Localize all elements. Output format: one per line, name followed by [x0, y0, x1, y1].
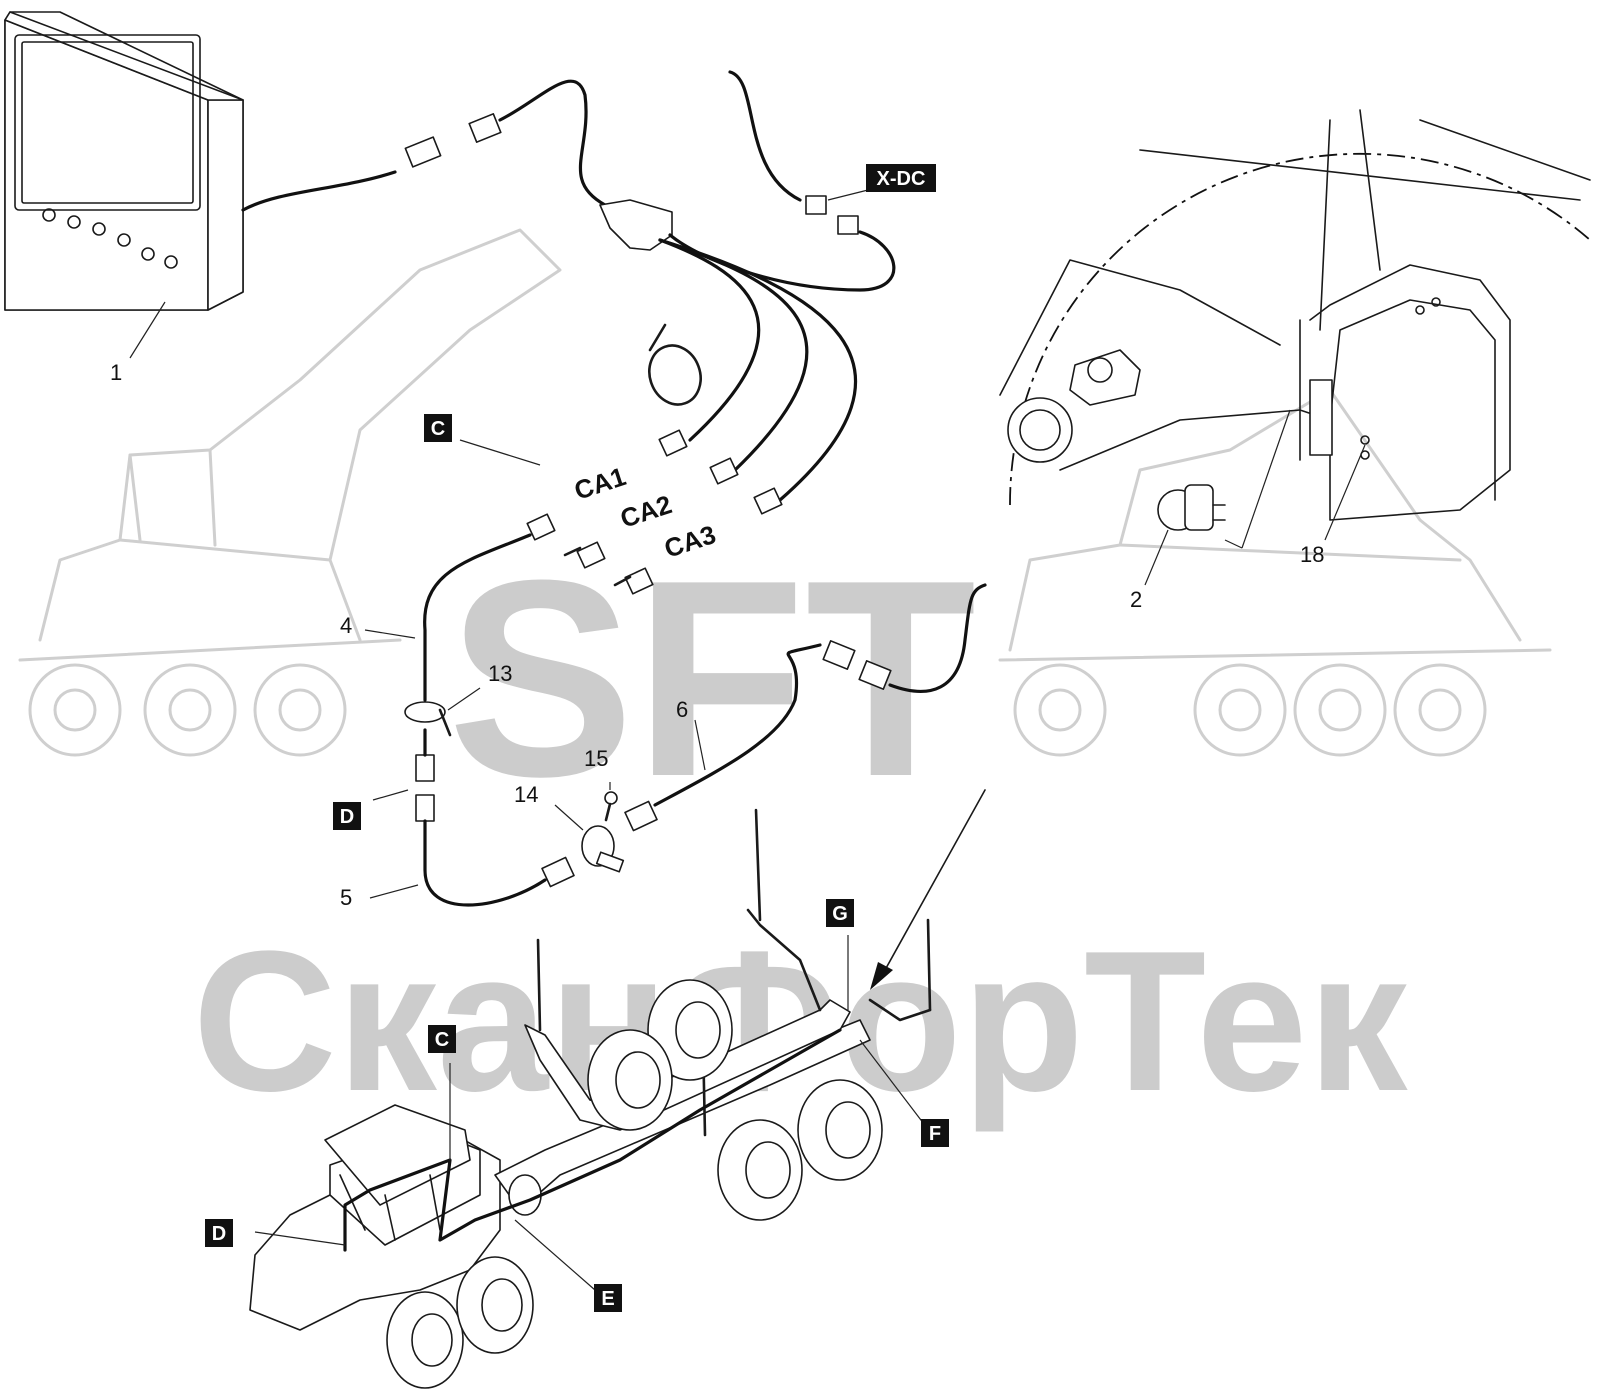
tag-c-upper: C — [424, 414, 452, 442]
svg-text:E: E — [601, 1288, 614, 1310]
forwarder-machine — [249, 808, 932, 1389]
connector-d-lower — [415, 794, 435, 822]
tag-d-lower: D — [205, 1219, 233, 1247]
detail-view — [999, 109, 1591, 531]
power-connector-b — [837, 215, 859, 235]
watermark-logo: SFT — [448, 523, 977, 835]
callout-numbers: 1 2 4 5 6 13 14 15 18 — [110, 360, 1324, 910]
callout-18: 18 — [1300, 542, 1324, 567]
channel-ca1: CA1 — [571, 461, 630, 506]
svg-text:G: G — [832, 903, 848, 925]
callout-14: 14 — [514, 782, 538, 807]
cable-6 — [653, 643, 822, 807]
callout-1: 1 — [110, 360, 122, 385]
grommet — [404, 701, 452, 737]
tag-e: E — [594, 1284, 622, 1312]
tag-boxes: X-DC C D G C F D E — [205, 164, 949, 1312]
tag-g: G — [826, 899, 854, 927]
callout-4: 4 — [340, 613, 352, 638]
tag-d-upper: D — [333, 802, 361, 830]
svg-text:D: D — [212, 1223, 226, 1245]
leader-lines — [129, 189, 1366, 1291]
cable-5 — [423, 819, 547, 907]
svg-text:D: D — [340, 806, 354, 828]
callout-5: 5 — [340, 885, 352, 910]
tag-x-dc: X-DC — [866, 164, 936, 192]
display-monitor — [4, 11, 244, 311]
p-clip — [581, 825, 625, 873]
screw — [604, 791, 618, 822]
tag-f: F — [921, 1119, 949, 1147]
svg-text:F: F — [929, 1123, 941, 1145]
cable-tie — [648, 323, 702, 406]
svg-text:X-DC: X-DC — [877, 168, 926, 190]
monitor-connector-pair — [404, 113, 502, 168]
watermark-right-tractor — [998, 388, 1552, 757]
harness-splitter — [599, 199, 673, 251]
camera — [1157, 484, 1226, 531]
callout-15: 15 — [584, 746, 608, 771]
svg-text:C: C — [431, 418, 445, 440]
watermark-left-tractor — [18, 228, 562, 757]
callout-13: 13 — [488, 661, 512, 686]
connector-d-upper — [415, 754, 435, 782]
cable-4 — [423, 533, 532, 702]
watermark: SFT СканФорТек — [18, 228, 1552, 1133]
power-connector-a — [805, 195, 827, 215]
main-harness — [241, 70, 896, 595]
callout-2: 2 — [1130, 587, 1142, 612]
detail-arrow — [870, 789, 986, 990]
tag-c-lower: C — [428, 1025, 456, 1053]
callout-6: 6 — [676, 697, 688, 722]
svg-text:C: C — [435, 1029, 449, 1051]
